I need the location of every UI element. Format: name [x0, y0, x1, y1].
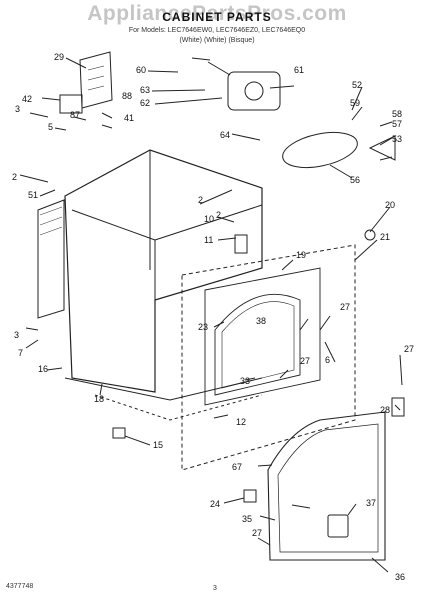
callout-labels: 2223356710111215161819202123242727272728…	[12, 52, 414, 582]
callout-27: 27	[404, 344, 414, 354]
callout-42: 42	[22, 94, 32, 104]
callout-21: 21	[380, 232, 390, 242]
callout-2: 2	[216, 210, 221, 220]
callout-59: 59	[350, 98, 360, 108]
callout-5: 5	[48, 122, 53, 132]
callout-88: 88	[122, 91, 132, 101]
callout-67: 67	[232, 462, 242, 472]
callout-87: 87	[70, 110, 80, 120]
callout-16: 16	[38, 364, 48, 374]
callout-27: 27	[340, 302, 350, 312]
callout-33: 33	[240, 376, 250, 386]
callout-35: 35	[242, 514, 252, 524]
door-inner	[277, 423, 379, 553]
control-bracket	[79, 51, 113, 109]
callout-58: 58	[392, 109, 402, 119]
callout-56: 56	[350, 175, 360, 185]
callout-24: 24	[210, 499, 220, 509]
watermark: AppliancePartsPros.com	[87, 2, 347, 25]
callout-60: 60	[136, 65, 146, 75]
model-colors: (White) (White) (Bisque)	[179, 37, 255, 44]
callout-57: 57	[392, 119, 402, 129]
page-title: CABINET PARTS	[162, 10, 272, 24]
base	[64, 377, 263, 401]
callout-11: 11	[204, 235, 213, 245]
callout-2: 2	[198, 195, 203, 205]
callout-38: 38	[256, 316, 266, 326]
callout-18: 18	[94, 394, 104, 404]
drum-opening	[214, 293, 301, 396]
cabinet-shell	[64, 149, 263, 393]
callout-2: 2	[12, 172, 17, 182]
callout-41: 41	[124, 113, 134, 123]
front-panel	[181, 244, 356, 471]
side-panel	[37, 199, 65, 319]
callout-10: 10	[204, 214, 214, 224]
model-numbers: For Models: LEC7646EW0, LEC7646EZ0, LEC7…	[128, 27, 306, 34]
callout-6: 6	[325, 355, 330, 365]
callout-27: 27	[300, 356, 310, 366]
callout-52: 52	[352, 80, 362, 90]
callout-29: 29	[54, 52, 64, 62]
document-number: 4377748	[6, 583, 34, 590]
callout-37: 37	[366, 498, 376, 508]
callout-7: 7	[18, 348, 23, 358]
motor	[227, 71, 281, 111]
callout-28: 28	[380, 405, 390, 415]
page-number: 3	[213, 585, 217, 592]
callout-61: 61	[294, 65, 304, 75]
callout-62: 62	[140, 98, 150, 108]
callout-27: 27	[252, 528, 262, 538]
callout-64: 64	[220, 130, 230, 140]
callout-19: 19	[296, 250, 306, 260]
callout-36: 36	[395, 572, 405, 582]
drive-belt	[282, 131, 358, 169]
callout-63: 63	[140, 85, 150, 95]
callout-23: 23	[198, 322, 208, 332]
door-handle	[327, 514, 349, 538]
callout-20: 20	[385, 200, 395, 210]
callout-12: 12	[236, 417, 246, 427]
door-outer	[267, 411, 386, 561]
callout-15: 15	[153, 440, 163, 450]
callout-51: 51	[28, 190, 38, 200]
callout-3: 3	[15, 104, 20, 114]
callout-53: 53	[392, 134, 402, 144]
callout-3: 3	[14, 330, 19, 340]
